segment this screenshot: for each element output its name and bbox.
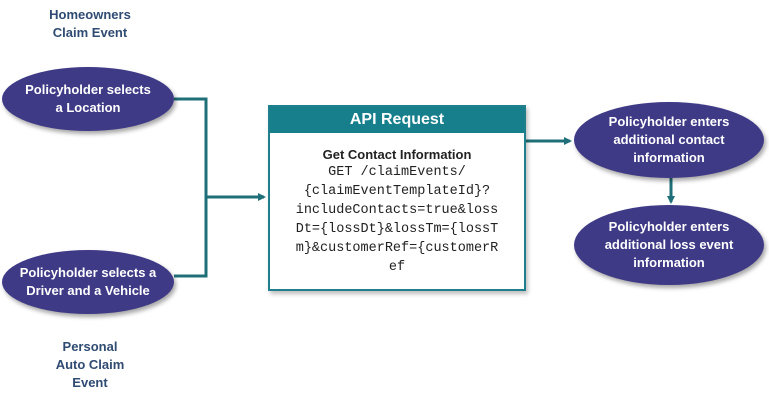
node-select-driver-vehicle: Policyholder selects a Driver and a Vehi… [2, 250, 174, 314]
connector-driver-to-api [174, 197, 208, 278]
personal-auto-claim-event-caption: Personal Auto Claim Event [55, 339, 125, 390]
connector-location-to-api [174, 97, 208, 197]
node-select-location: Policyholder selects a Location [2, 67, 174, 131]
node-enter-loss-event-info: Policyholder enters additional loss even… [574, 205, 764, 285]
api-request-header: API Request [270, 107, 524, 133]
node-enter-contact-info: Policyholder enters additional contact i… [574, 102, 764, 178]
api-request-box: API Request Get Contact Information GET … [268, 105, 526, 291]
api-request-endpoint: GET /claimEvents/ {claimEventTemplateId}… [295, 165, 499, 275]
homeowners-claim-event-caption: Homeowners Claim Event [49, 7, 131, 40]
api-request-subtitle: Get Contact Information [322, 147, 472, 162]
